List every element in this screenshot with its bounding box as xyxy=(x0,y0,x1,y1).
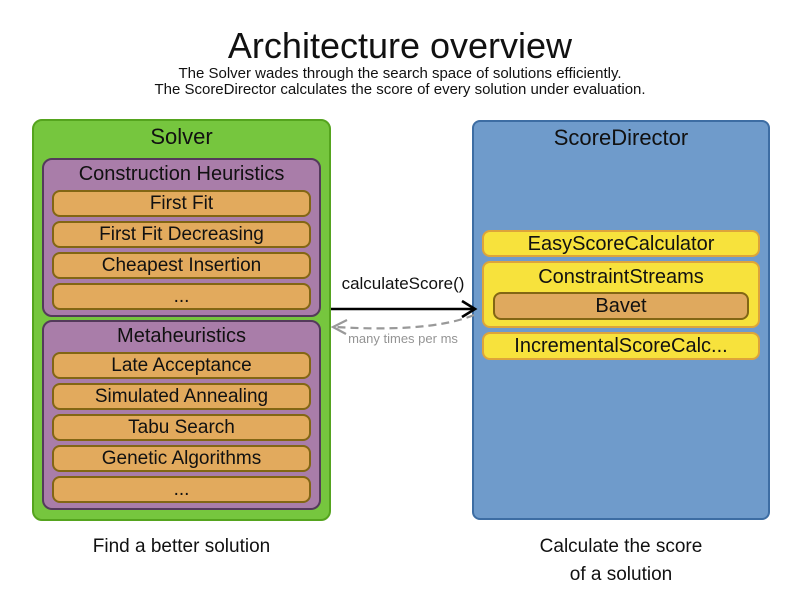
algorithm-item-tabu-search: Tabu Search xyxy=(52,414,311,441)
solver-title: Solver xyxy=(150,124,213,149)
algorithm-item-ellipsis: ... xyxy=(52,476,311,503)
algorithm-item-late-acceptance: Late Acceptance xyxy=(52,352,311,379)
solver-caption: Find a better solution xyxy=(92,536,271,557)
construction-heuristics-title: Construction Heuristics xyxy=(78,163,285,185)
metaheuristics-title: Metaheuristics xyxy=(117,325,246,347)
algorithm-item-first-fit: First Fit xyxy=(52,190,311,217)
subtitle-line-2: The ScoreDirector calculates the score o… xyxy=(154,81,646,98)
calculate-score-arrows xyxy=(330,299,478,335)
calculator-constraint-streams: ConstraintStreams Bavet xyxy=(482,261,760,328)
solver-box: Solver Construction Heuristics First Fit… xyxy=(32,119,331,521)
score-director-caption-line-2: of a solution xyxy=(569,564,673,585)
frequency-label: many times per ms xyxy=(348,331,458,346)
metaheuristics-box: Metaheuristics Late Acceptance Simulated… xyxy=(42,320,321,510)
calculator-incremental-score: IncrementalScoreCalc... xyxy=(482,332,760,360)
calculate-score-arrow xyxy=(331,299,478,319)
algorithm-item-first-fit-decreasing: First Fit Decreasing xyxy=(52,221,311,248)
score-director-caption: Calculate the score of a solution xyxy=(472,533,770,589)
algorithm-item-genetic-algorithms: Genetic Algorithms xyxy=(52,445,311,472)
algorithm-item-ellipsis: ... xyxy=(52,283,311,310)
page-title: Architecture overview xyxy=(227,25,573,66)
constraint-streams-label: ConstraintStreams xyxy=(538,266,704,288)
score-director-caption-line-1: Calculate the score xyxy=(539,536,703,557)
score-director-box: ScoreDirector EasyScoreCalculator Constr… xyxy=(472,120,770,520)
construction-heuristics-box: Construction Heuristics First Fit First … xyxy=(42,158,321,317)
constraint-streams-impl-bavet: Bavet xyxy=(493,292,749,320)
score-director-title: ScoreDirector xyxy=(553,125,689,150)
return-arrow xyxy=(330,313,475,335)
subtitle-line-1: The Solver wades through the search spac… xyxy=(178,65,622,82)
calculate-score-call-label: calculateScore() xyxy=(341,274,465,293)
algorithm-item-simulated-annealing: Simulated Annealing xyxy=(52,383,311,410)
calculator-easy-score: EasyScoreCalculator xyxy=(482,230,760,257)
algorithm-item-cheapest-insertion: Cheapest Insertion xyxy=(52,252,311,279)
